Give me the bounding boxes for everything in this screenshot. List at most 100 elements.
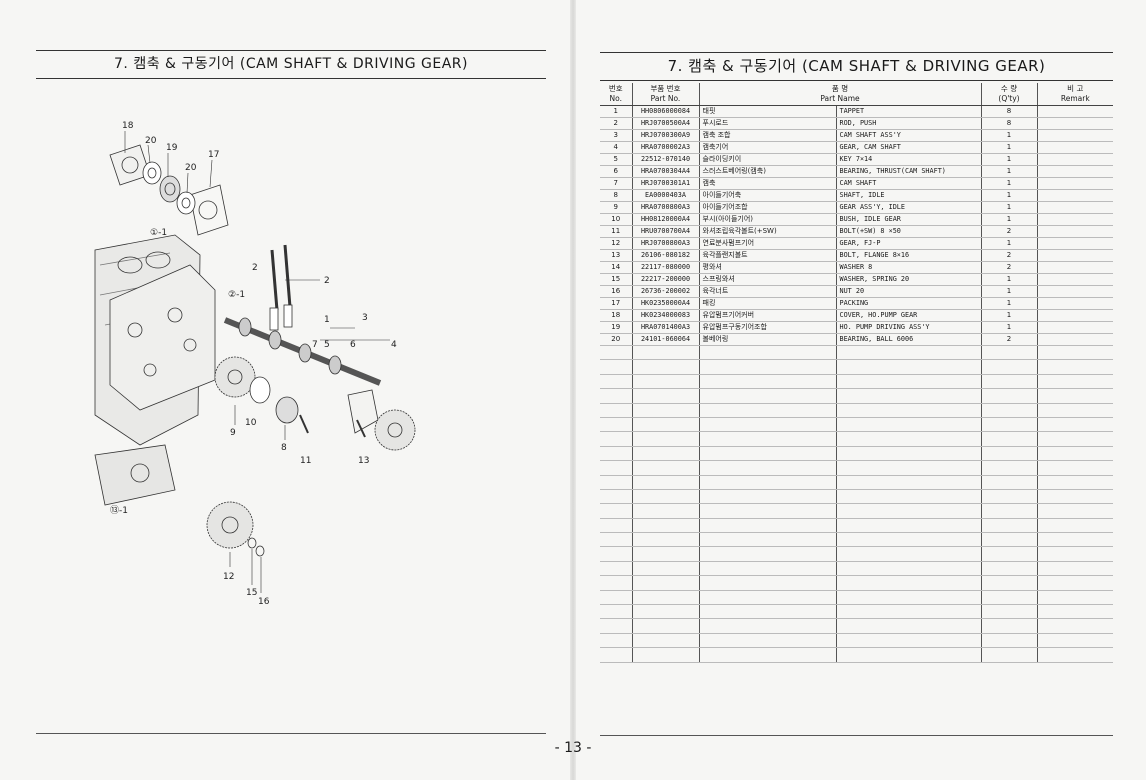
- row-quantity: 1: [981, 297, 1038, 310]
- empty-cell: [1037, 618, 1114, 634]
- row-part-name-kr: 아이들기어조합: [699, 201, 837, 214]
- callout-13-1: ⑬-1: [110, 505, 128, 516]
- row-remark: [1037, 225, 1114, 238]
- row-number: 13: [600, 249, 633, 262]
- empty-cell: [632, 532, 700, 548]
- empty-cell: [836, 388, 982, 404]
- empty-cell: [632, 561, 700, 577]
- empty-table-row: [600, 403, 1114, 418]
- row-number: 19: [600, 321, 633, 334]
- callout-2b: 2: [324, 276, 330, 286]
- parts-list-table: 번호 No. 부품 번호 Part No. 품 명 Part Name 수 량 …: [600, 83, 1114, 663]
- row-part-number: 26106-080182: [632, 249, 700, 262]
- row-part-number: HK0234000083: [632, 309, 700, 322]
- empty-cell: [600, 604, 633, 620]
- row-quantity: 2: [981, 249, 1038, 262]
- row-part-number: HRJ0700301A1: [632, 177, 700, 190]
- row-remark: [1037, 165, 1114, 178]
- empty-cell: [836, 417, 982, 433]
- callout-16: 16: [258, 597, 270, 607]
- row-part-name-en: KEY 7×14: [836, 153, 982, 166]
- empty-cell: [600, 503, 633, 519]
- empty-cell: [632, 518, 700, 534]
- empty-cell: [981, 647, 1038, 663]
- row-part-name-en: ROD, PUSH: [836, 117, 982, 130]
- row-part-name-kr: 캠축 조합: [699, 129, 837, 142]
- table-header-row: 번호 No. 부품 번호 Part No. 품 명 Part Name 수 량 …: [600, 83, 1114, 106]
- empty-cell: [836, 475, 982, 490]
- row-part-name-en: CAM SHAFT ASS'Y: [836, 129, 982, 142]
- callout-17: 17: [208, 150, 219, 160]
- row-part-number: EA0000403A: [632, 189, 700, 202]
- empty-cell: [600, 403, 633, 418]
- row-quantity: 1: [981, 177, 1038, 190]
- empty-cell: [1037, 590, 1114, 606]
- col-header-qty: 수 량 (Q'ty): [981, 83, 1038, 106]
- empty-cell: [836, 446, 982, 462]
- row-quantity: 1: [981, 141, 1038, 154]
- row-quantity: 1: [981, 165, 1038, 178]
- row-remark: [1037, 273, 1114, 286]
- row-part-name-en: WASHER, SPRING 20: [836, 273, 982, 286]
- empty-cell: [699, 647, 837, 663]
- empty-cell: [632, 345, 700, 361]
- row-remark: [1037, 249, 1114, 262]
- empty-table-row: [600, 460, 1114, 476]
- empty-cell: [699, 590, 837, 606]
- row-remark: [1037, 129, 1114, 142]
- callout-7: 7: [312, 340, 318, 350]
- empty-cell: [1037, 345, 1114, 361]
- empty-cell: [699, 503, 837, 519]
- empty-cell: [632, 618, 700, 634]
- row-part-name-en: CAM SHAFT: [836, 177, 982, 190]
- row-number: 3: [600, 129, 633, 142]
- row-part-number: 24101-060064: [632, 333, 700, 346]
- row-number: 7: [600, 177, 633, 190]
- empty-cell: [600, 647, 633, 663]
- row-number: 15: [600, 273, 633, 286]
- empty-cell: [600, 489, 633, 505]
- empty-cell: [632, 460, 700, 476]
- empty-table-row: [600, 489, 1114, 505]
- empty-cell: [600, 359, 633, 375]
- empty-table-row: [600, 417, 1114, 433]
- row-quantity: 8: [981, 117, 1038, 130]
- empty-cell: [1037, 359, 1114, 375]
- callout-19: 19: [166, 143, 178, 153]
- empty-cell: [600, 374, 633, 390]
- row-part-number: HRJ0700800A3: [632, 237, 700, 250]
- empty-cell: [699, 532, 837, 548]
- row-remark: [1037, 189, 1114, 202]
- empty-cell: [600, 446, 633, 462]
- empty-cell: [699, 359, 837, 375]
- empty-cell: [699, 403, 837, 418]
- row-part-name-en: GEAR, FJ-P: [836, 237, 982, 250]
- row-remark: [1037, 285, 1114, 298]
- row-part-name-kr: 스러스트베어링(캠축): [699, 165, 837, 178]
- empty-cell: [699, 575, 837, 591]
- empty-cell: [836, 460, 982, 476]
- row-number: 18: [600, 309, 633, 322]
- row-part-name-en: SHAFT, IDLE: [836, 189, 982, 202]
- row-part-name-en: BUSH, IDLE GEAR: [836, 213, 982, 226]
- empty-cell: [981, 345, 1038, 361]
- empty-cell: [632, 446, 700, 462]
- empty-cell: [836, 403, 982, 418]
- row-number: 6: [600, 165, 633, 178]
- callout-6: 6: [350, 340, 356, 350]
- empty-cell: [699, 561, 837, 577]
- exploded-parts-diagram: 18 20 19 20 17 ①-1 2 2 ②-1 1 3 7 5 6 4 9…: [80, 115, 480, 615]
- empty-cell: [981, 575, 1038, 591]
- empty-cell: [699, 460, 837, 476]
- callout-13: 13: [358, 456, 369, 466]
- empty-cell: [836, 546, 982, 562]
- row-part-name-kr: 캠축: [699, 177, 837, 190]
